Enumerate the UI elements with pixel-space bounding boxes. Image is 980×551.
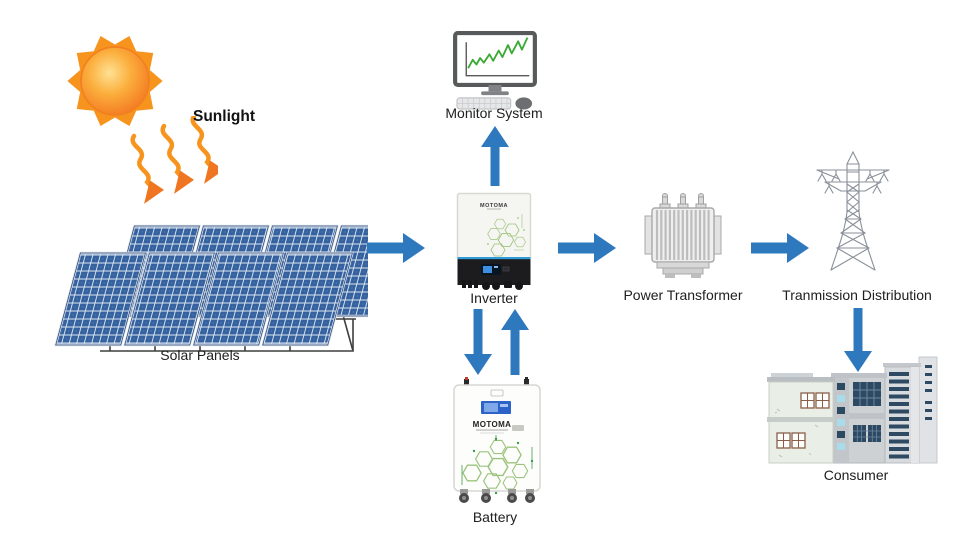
building-thin-tower (918, 356, 938, 464)
inverter-brand: MOTOMA (480, 203, 508, 209)
transformer-bushings (659, 193, 707, 209)
building-left (767, 373, 835, 464)
power-transformer-icon (644, 193, 722, 278)
arrow-transformer-to-transmission (751, 233, 809, 263)
arrow-solar-to-inverter (367, 233, 425, 263)
keyboard-icon (456, 97, 512, 110)
arrow-inverter-to-monitor (481, 126, 509, 186)
arrow-transmission-to-consumer (844, 308, 872, 372)
sunlight-rays-icon (118, 116, 218, 220)
arrow-battery-to-inverter (501, 309, 529, 375)
inverter-label: Inverter (470, 290, 518, 306)
monitor-system-label: Monitor System (445, 105, 543, 121)
battery-label: Battery (472, 509, 518, 525)
building-tall (883, 363, 921, 464)
inverter-hex-pattern (487, 214, 526, 257)
consumer-label: Consumer (823, 467, 889, 483)
battery-hex-pattern (461, 435, 534, 495)
monitor-system-icon (453, 31, 537, 110)
battery-terminals (464, 377, 529, 387)
sun-icon (67, 35, 163, 127)
inverter-icon: MOTOMA (456, 192, 532, 290)
sunlight-label: Sunlight (193, 108, 255, 125)
battery-brand: MOTOMA (473, 420, 512, 429)
transmission-distribution-label: Tranmission Distribution (782, 287, 932, 303)
inverter-display (481, 264, 510, 275)
transmission-tower-icon (816, 150, 890, 271)
solar-panels-label: Solar Panels (160, 347, 240, 363)
power-transformer-label: Power Transformer (623, 287, 743, 303)
arrow-inverter-to-transformer (558, 233, 616, 263)
battery-wheels (459, 489, 535, 503)
inverter-connectors (462, 280, 523, 290)
sun-disc (80, 46, 150, 116)
solar-panel-row-front (54, 251, 354, 347)
arrow-inverter-to-battery (464, 309, 492, 375)
mouse-icon (515, 97, 533, 110)
monitor-chart (465, 37, 530, 77)
building-middle (831, 373, 887, 464)
consumer-buildings-icon (767, 356, 938, 464)
solar-panels-icon (54, 224, 368, 352)
transformer-ribs (655, 210, 710, 260)
battery-display (481, 401, 511, 414)
battery-icon: MOTOMA (453, 377, 541, 503)
